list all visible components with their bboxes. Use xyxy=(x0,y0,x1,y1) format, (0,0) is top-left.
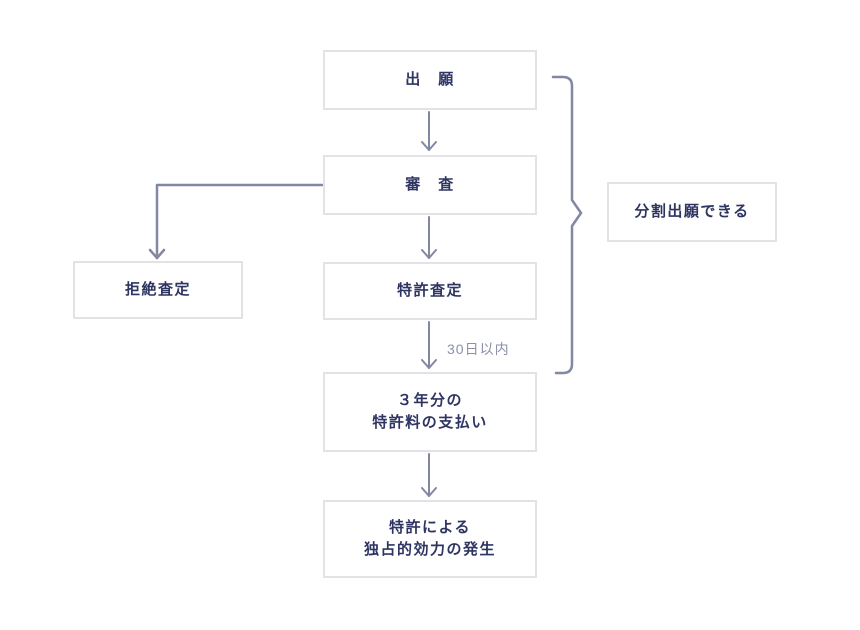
node-examination: 審 査 xyxy=(323,155,537,215)
divisional-range-brace xyxy=(551,75,583,375)
node-fee-payment: ３年分の 特許料の支払い xyxy=(323,372,537,452)
node-fee-payment-label: ３年分の 特許料の支払い xyxy=(372,392,488,431)
arrow-examination-to-rejection xyxy=(148,183,325,260)
node-divisional-application-note: 分割出願できる xyxy=(607,182,777,242)
edge-label-within-30-days: 30日以内 xyxy=(447,341,510,357)
node-rejection-decision-label: 拒絶査定 xyxy=(124,281,191,298)
arrow-patent-decision-to-fee-payment xyxy=(421,321,437,369)
node-application: 出 願 xyxy=(323,50,537,110)
node-application-label: 出 願 xyxy=(405,71,455,88)
node-rejection-decision: 拒絶査定 xyxy=(73,261,243,319)
node-exclusive-effect-label: 特許による 独占的効力の発生 xyxy=(363,519,496,558)
arrow-examination-to-patent-decision xyxy=(421,216,437,259)
node-patent-decision: 特許査定 xyxy=(323,262,537,320)
arrow-application-to-examination xyxy=(421,111,437,151)
node-exclusive-effect: 特許による 独占的効力の発生 xyxy=(323,500,537,578)
node-divisional-application-label: 分割出願できる xyxy=(634,203,750,220)
node-patent-decision-label: 特許査定 xyxy=(396,282,463,299)
node-examination-label: 審 査 xyxy=(405,176,455,193)
arrow-fee-payment-to-exclusive-effect xyxy=(421,453,437,497)
